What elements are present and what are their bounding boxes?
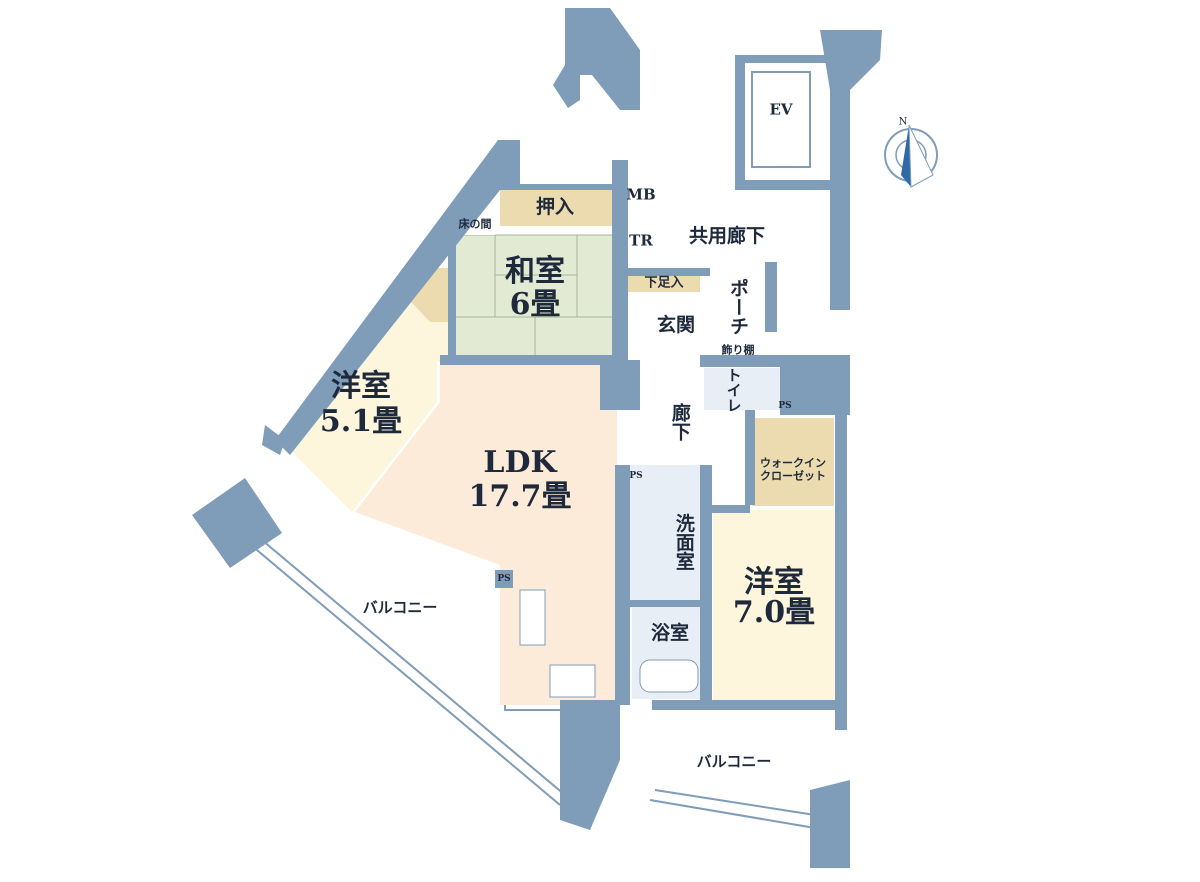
balcony-right-label: バルコニー: [696, 752, 772, 771]
common-hall-label: 共用廊下: [688, 225, 766, 248]
hall-label: 廊下: [668, 403, 691, 441]
entrance-label: 玄関: [656, 314, 696, 337]
bath-label: 浴室: [650, 622, 690, 645]
balcony-outline: [244, 529, 816, 829]
japanese-size: 6畳: [509, 286, 561, 322]
ldk-size: 17.7畳: [468, 478, 572, 514]
washroom-label: 洗面室: [672, 513, 695, 571]
walk-in-closet: [752, 418, 834, 506]
shoe-label: 下足入: [644, 275, 684, 291]
washroom: [630, 465, 705, 603]
ps-label: PS: [497, 573, 511, 584]
western1-size: 5.1畳: [319, 403, 403, 439]
toilet-label: トイレ: [724, 367, 743, 413]
closet-label: 押入: [535, 196, 575, 219]
shoe-cabinet: [628, 275, 700, 292]
elevator-car: [751, 71, 811, 168]
mb-label: MB: [626, 185, 656, 204]
ps-label: PS: [778, 400, 792, 411]
tokonoma-label: 床の間: [458, 217, 492, 231]
stove: [549, 664, 596, 698]
western2-name: 洋室: [744, 564, 804, 600]
walls: [192, 8, 882, 868]
ldk-name: LDK: [483, 444, 557, 480]
compass-icon: [884, 124, 938, 188]
room-western-5-1: [288, 268, 452, 512]
room-western-7-0: [713, 510, 835, 700]
balcony-left-label: バルコニー: [362, 598, 438, 617]
western1-name: 洋室: [331, 368, 391, 404]
ev-label: EV: [769, 100, 793, 119]
western2-size: 7.0畳: [732, 594, 816, 630]
ps-label: PS: [629, 470, 643, 481]
tatami-lines: [455, 235, 615, 357]
bathtub: [639, 659, 699, 693]
closet-oshiire: [500, 190, 612, 226]
room-ldk: [355, 365, 617, 705]
tr-label: TR: [629, 231, 653, 250]
compass-north-label: N: [898, 116, 908, 128]
kitchen-counter: [519, 589, 546, 646]
shelf-label: 飾り棚: [721, 343, 755, 357]
toilet-room: [704, 368, 790, 410]
japanese-name: 和室: [505, 253, 565, 289]
wic-label: ウォークイン クローゼット: [760, 456, 826, 482]
porch-label: ポーチ: [726, 278, 749, 336]
